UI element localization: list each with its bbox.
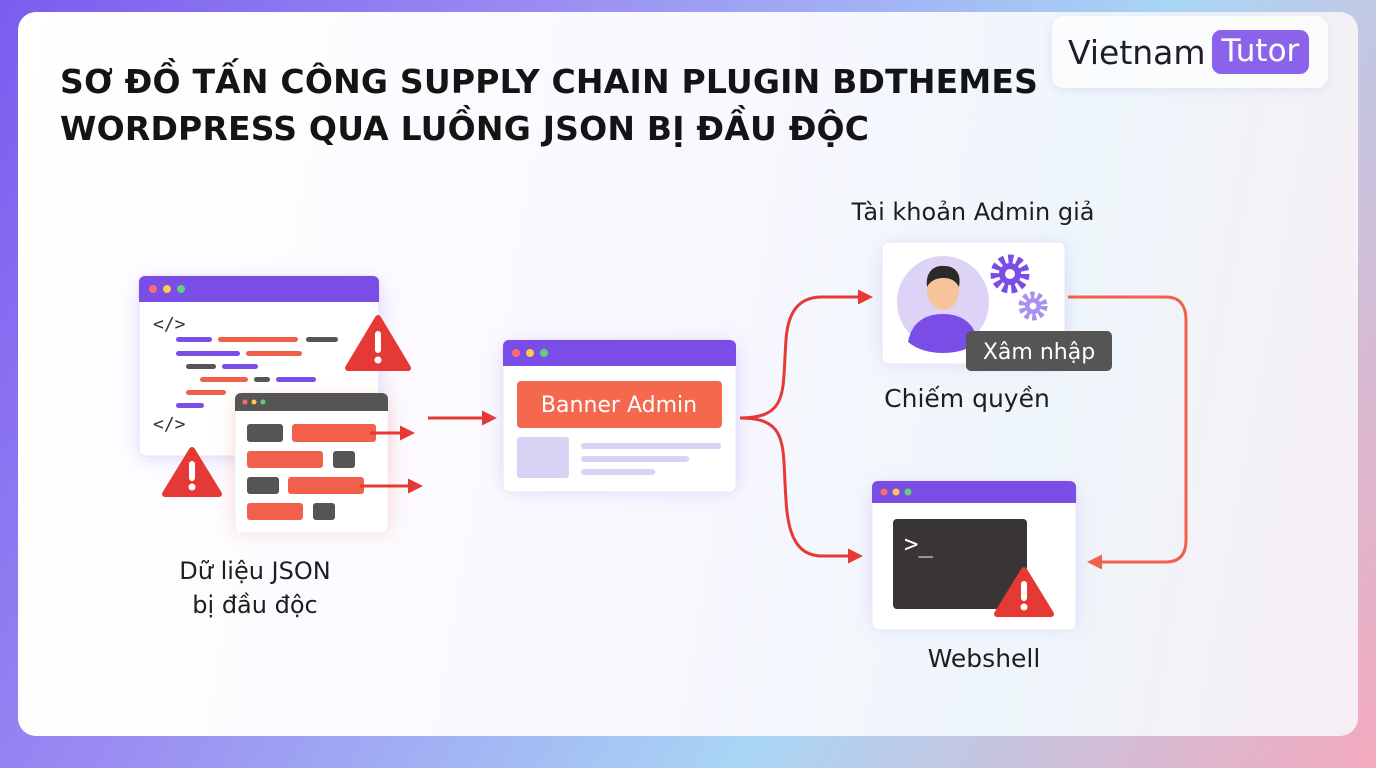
terminal-screen [893, 519, 1027, 609]
json-data-window [234, 392, 389, 534]
gear-icon [1018, 291, 1048, 321]
admin-node: Xâm nhập [881, 241, 1112, 371]
banner-node: Banner Admin [502, 339, 737, 493]
terminal-prompt: >_ [904, 530, 933, 558]
warning-icon [162, 447, 222, 497]
warning-icon [994, 567, 1054, 617]
json-label-line-2: bị đầu độc [192, 591, 318, 619]
code-tag-open: </> [153, 314, 186, 335]
admin-bottom-label: Chiếm quyền [884, 384, 1050, 413]
webshell-label: Webshell [927, 644, 1041, 673]
title-line-1: SƠ ĐỒ TẤN CÔNG SUPPLY CHAIN PLUGIN BDTHE… [60, 62, 1039, 101]
flow-arrow-admin-to-webshell [1068, 295, 1188, 570]
json-node: </> </> [138, 275, 423, 534]
flow-arrow-banner-to-admin [739, 289, 873, 420]
json-label-line-1: Dữ liệu JSON [179, 557, 331, 585]
banner-admin-text: Banner Admin [541, 393, 697, 418]
flow-arrow-banner-to-webshell [739, 416, 863, 564]
admin-top-label: Tài khoản Admin giả [851, 198, 1095, 226]
title-line-2: WORDPRESS QUA LUỒNG JSON BỊ ĐẦU ĐỘC [60, 109, 870, 148]
warning-icon [345, 315, 411, 371]
logo-pill: Tutor [1211, 30, 1310, 74]
logo-word: Vietnam [1068, 32, 1206, 72]
json-node-label: Dữ liệu JSON bị đầu độc [150, 554, 360, 622]
code-tag-close: </> [153, 414, 186, 435]
intrusion-badge: Xâm nhập [966, 331, 1112, 371]
intrusion-badge-text: Xâm nhập [983, 340, 1095, 365]
page-title: SƠ ĐỒ TẤN CÔNG SUPPLY CHAIN PLUGIN BDTHE… [60, 58, 1038, 152]
banner-admin-bar [517, 381, 722, 428]
gear-icon [990, 254, 1030, 294]
brand-logo: Vietnam Tutor [1052, 16, 1328, 88]
webshell-node: >_ [871, 480, 1077, 631]
avatar [897, 256, 989, 353]
